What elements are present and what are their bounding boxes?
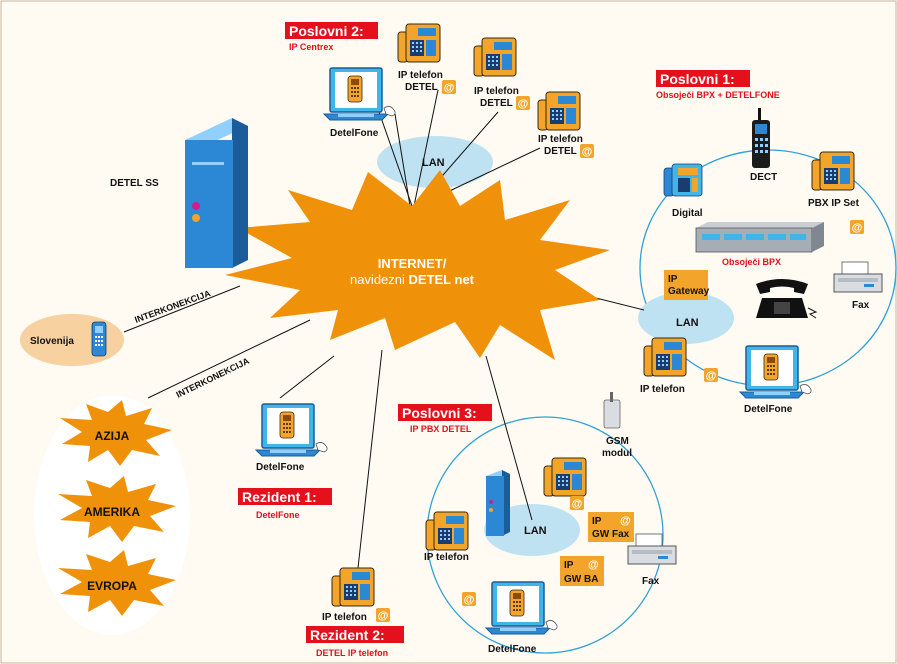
interconnect-label-1: INTERKONEKCIJA [133,288,212,325]
at-symbol: @ [464,594,475,606]
poslovni3-gsm-line2: modul [602,448,632,459]
ip-phone-icon [543,457,587,497]
rezident1-detelfone-label: DetelFone [256,462,305,473]
poslovni2-title: Poslovni 2: [289,23,364,39]
dect-handset-icon [752,108,770,168]
poslovni1-dect-label: DECT [750,172,777,183]
poslovni1-bpx-label: Obsoječi BPX [722,257,781,267]
at-symbol: @ [620,515,631,527]
at-symbol: @ [572,498,583,510]
region-azija-label: AZIJA [95,429,130,443]
region-amerika-label: AMERIKA [84,505,140,519]
poslovni1-pbx-ip-set-label: PBX IP Set [808,198,860,209]
region-azija: AZIJA [60,400,172,466]
laptop-detelfone-icon [739,345,812,399]
internet-subtitle-prefix: navidezni [350,272,409,287]
internet-subtitle: navidezni DETEL net [350,272,475,287]
poslovni1-detelfone-label: DetelFone [744,404,793,415]
poslovni2-subtitle: IP Centrex [289,42,333,52]
laptop-detelfone-icon [323,67,396,121]
poslovni1-gateway-line1: IP [668,274,678,285]
lan-cloud-poslovni2 [377,136,493,188]
poslovni1-title: Poslovni 1: [660,71,735,87]
at-symbol: @ [588,559,599,571]
poslovni2-detelfone-label: DetelFone [330,128,379,139]
server-label: DETEL SS [110,178,159,189]
at-symbol: @ [444,82,455,94]
ip-phone-icon [811,151,855,191]
poslovni1-title-bg [656,70,750,87]
poslovni3-lan-label: LAN [524,525,547,537]
poslovni1-gateway-line2: Gateway [668,286,710,297]
rezident2-ip-telefon-label: IP telefon [322,612,367,623]
poslovni3-gwba-line1: IP [564,560,574,571]
internet-title: INTERNET/ [378,256,447,271]
gsm-module-icon [603,392,621,429]
poslovni3-title: Poslovni 3: [402,405,477,421]
internet-subtitle-bold: DETEL net [409,272,475,287]
rezident2-title: Rezident 2: [310,627,385,643]
poslovni3-gsm-line1: GSM [606,436,629,447]
rezident1-subtitle: DetelFone [256,510,300,520]
poslovni2-phone1-line1: IP telefon [398,70,443,81]
region-evropa-label: EVROPA [87,579,137,593]
laptop-detelfone-icon [255,403,328,457]
poslovni2-phone3-line1: IP telefon [538,134,583,145]
ip-phone-icon [331,567,375,607]
digital-phone-icon [663,163,703,197]
analog-phone-icon [756,279,818,319]
interconnect-label-2: INTERKONEKCIJA [174,356,251,400]
poslovni2-phone3-line2: DETEL [544,146,577,157]
ip-phone-icon [643,337,687,377]
rezident1-title-bg [238,488,332,505]
poslovni3-ip-telefon-label: IP telefon [424,552,469,563]
rezident1-title: Rezident 1: [242,489,317,505]
poslovni1-digital-label: Digital [672,208,703,219]
lan-cloud-poslovni1 [638,292,734,344]
internet-cloud [225,170,610,360]
slovenija-label: Slovenija [30,336,74,347]
at-symbol: @ [518,98,529,110]
poslovni3-detelfone-label: DetelFone [488,644,537,655]
poslovni2-phone2-line1: IP telefon [474,86,519,97]
mobile-phone-icon [91,321,107,357]
poslovni3-fax-label: Fax [642,576,660,587]
at-symbol: @ [378,610,389,622]
ip-phone-icon [425,511,469,551]
fax-icon [833,261,883,293]
poslovni3-subtitle: IP PBX DETEL [410,424,472,434]
poslovni2-title-bg [285,22,378,39]
poslovni2-phone1-line2: DETEL [405,82,438,93]
poslovni1-ip-telefon-label: IP telefon [640,384,685,395]
poslovni3-title-bg [398,404,492,421]
region-amerika: AMERIKA [58,476,176,542]
poslovni1-subtitle: Obsoječi BPX + DETELFONE [656,90,780,100]
ip-phone-icon [473,37,517,77]
at-symbol: @ [582,146,593,158]
poslovni3-gwfax-line1: IP [592,516,602,527]
ip-phone-icon [537,91,581,131]
poslovni1-lan-label: LAN [676,317,699,329]
ip-gw-ba-box [560,556,604,586]
ip-gw-fax-box [588,512,634,542]
server-tower-icon [486,470,510,536]
poslovni2-phone2-line2: DETEL [480,98,513,109]
poslovni3-gwba-line2: GW BA [564,574,598,585]
rezident2-subtitle: DETEL IP telefon [316,648,388,658]
fax-icon [627,533,677,565]
at-symbol: @ [706,370,717,382]
ip-gateway-box [664,270,708,300]
at-symbol: @ [852,222,863,234]
pbx-rack-icon [695,222,824,253]
poslovni1-fax-label: Fax [852,300,870,311]
laptop-detelfone-icon [485,581,558,635]
server-tower-icon [185,118,248,268]
ip-phone-icon [397,23,441,63]
region-evropa: EVROPA [58,550,176,616]
poslovni2-lan-label: LAN [422,157,445,169]
poslovni3-gwfax-line2: GW Fax [592,529,630,540]
rezident2-title-bg [306,626,404,643]
